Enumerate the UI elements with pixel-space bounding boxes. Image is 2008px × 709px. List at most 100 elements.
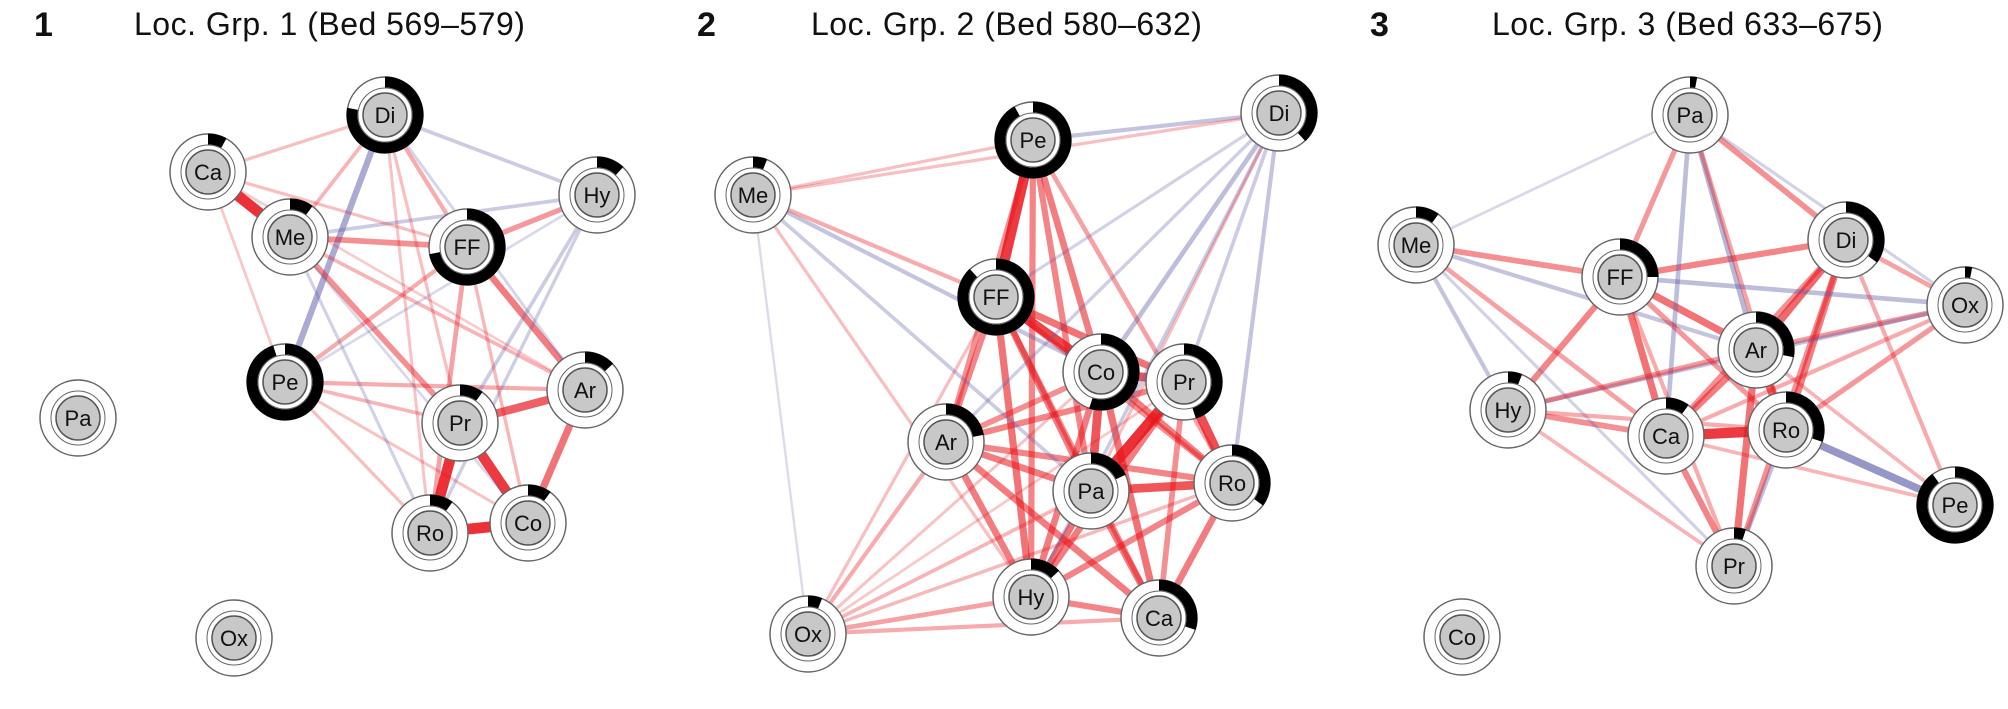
node-me: Me — [714, 156, 792, 234]
node-label: Di — [375, 103, 396, 128]
edge-Co-Ca — [1097, 371, 1163, 619]
node-share-arc — [246, 343, 324, 421]
edge-Di-Pr — [383, 114, 462, 424]
node-share-arc — [429, 208, 506, 286]
edge-layer — [204, 113, 599, 539]
node-share-arc — [957, 258, 1035, 336]
node-share-arc — [429, 494, 453, 511]
node-share-arc — [1183, 343, 1223, 419]
edge-Ox-FF — [1619, 274, 1966, 308]
edge-Pr-Ar — [945, 378, 1185, 446]
node-pe: Pe — [994, 101, 1072, 179]
edge-Ca-Ox — [807, 615, 1160, 637]
edge-Hy-Pr — [1506, 408, 1736, 568]
edge-Ox-Ca — [1665, 303, 1966, 438]
edge-Ox-Pr — [807, 380, 1185, 636]
edge-Pa-Ar — [1687, 114, 1759, 351]
edge-Me-Pr — [287, 235, 463, 425]
node-ox: Ox — [1926, 266, 2004, 344]
node-label: Pe — [1942, 493, 1969, 518]
node-pr: Pr — [421, 384, 499, 462]
node-share-arc — [527, 484, 551, 501]
edge-Ar-Ox — [806, 440, 948, 636]
node-share-arc — [945, 403, 984, 438]
panel-number: 2 — [697, 6, 716, 44]
panel-number: 3 — [1370, 6, 1389, 44]
edge-Pe-Ar — [284, 379, 586, 393]
edge-Pe-Ro — [1030, 138, 1235, 485]
node-ro: Ro — [391, 494, 469, 572]
edge-Ox-FF — [806, 296, 998, 635]
edge-Ar-Hy — [1507, 347, 1757, 413]
edge-Di-Pr — [1182, 112, 1281, 383]
node-ca: Ca — [1627, 397, 1705, 475]
node-label: Co — [514, 511, 542, 536]
node-label: Ca — [1145, 606, 1174, 631]
node-label: Pa — [1078, 479, 1106, 504]
edge-Me-FF — [752, 193, 997, 299]
node-share-arc — [1733, 527, 1746, 540]
node-ar: Ar — [907, 403, 985, 481]
node-label: Ca — [194, 160, 223, 185]
edge-Pe-Co — [284, 380, 529, 525]
node-pe: Pe — [246, 343, 324, 421]
node-co: Co — [1062, 333, 1140, 411]
edge-FF-Hy — [992, 296, 1035, 598]
node-label: Ar — [935, 430, 957, 455]
edge-Di-Ro — [383, 114, 432, 534]
edge-Hy-Ro — [428, 194, 599, 534]
edge-Me-Pa — [751, 193, 1093, 493]
node-ox: Ox — [769, 595, 847, 673]
node-ca: Ca — [169, 133, 247, 211]
edge-Me-Pr — [1414, 243, 1736, 568]
node-share-arc — [1785, 391, 1825, 442]
node-share-arc — [807, 595, 823, 609]
node-share-arc — [1916, 466, 1994, 544]
node-co: Co — [489, 484, 567, 562]
edge-Ca-FF — [207, 170, 468, 249]
edge-Pa-Me — [1415, 113, 1691, 247]
node-hy: Hy — [992, 558, 1070, 636]
edge-Pe-Hy — [284, 193, 598, 384]
node-pa: Pa — [1651, 76, 1729, 154]
node-pa: Pa — [1052, 452, 1130, 530]
node-share-arc — [1278, 74, 1318, 142]
panel-title: Loc. Grp. 2 (Bed 580–632) — [811, 6, 1203, 42]
node-share-arc — [1964, 266, 1973, 279]
node-share-arc — [289, 198, 313, 215]
edge-Di-Pa — [1089, 112, 1281, 492]
node-label: FF — [983, 285, 1010, 310]
edge-Ox-Ro — [807, 481, 1233, 636]
edge-Pa-Ca — [1663, 114, 1693, 437]
edge-Me-Ro — [288, 236, 432, 534]
node-me: Me — [251, 198, 329, 276]
node-label: Hy — [584, 183, 611, 208]
node-label: Di — [1269, 101, 1290, 126]
edge-Ar-Pe — [1754, 348, 1957, 507]
node-label: Pr — [449, 411, 471, 436]
node-share-arc — [1089, 333, 1140, 411]
edge-Ox-Pa — [807, 489, 1092, 636]
node-label: Me — [738, 183, 769, 208]
node-ar: Ar — [546, 351, 624, 429]
node-label: Ar — [574, 378, 596, 403]
node-share-arc — [1415, 206, 1439, 223]
node-share-arc — [584, 351, 614, 372]
node-label: Ox — [794, 622, 822, 647]
edge-Di-FF — [995, 111, 1280, 299]
edge-Me-Ox — [751, 194, 810, 635]
node-label: Ro — [416, 521, 444, 546]
node-share-arc — [752, 156, 768, 170]
edge-Me-Hy — [751, 194, 1033, 598]
node-pr: Pr — [1145, 343, 1223, 421]
edge-Di-Ar — [944, 111, 1281, 444]
node-ff: FF — [428, 208, 506, 286]
edge-Me-Ar — [289, 235, 586, 392]
edge-Pr-Ca — [1156, 381, 1187, 619]
node-share-arc — [207, 133, 227, 149]
edge-Hy-Pr — [458, 194, 599, 424]
node-ff: FF — [1581, 238, 1659, 316]
